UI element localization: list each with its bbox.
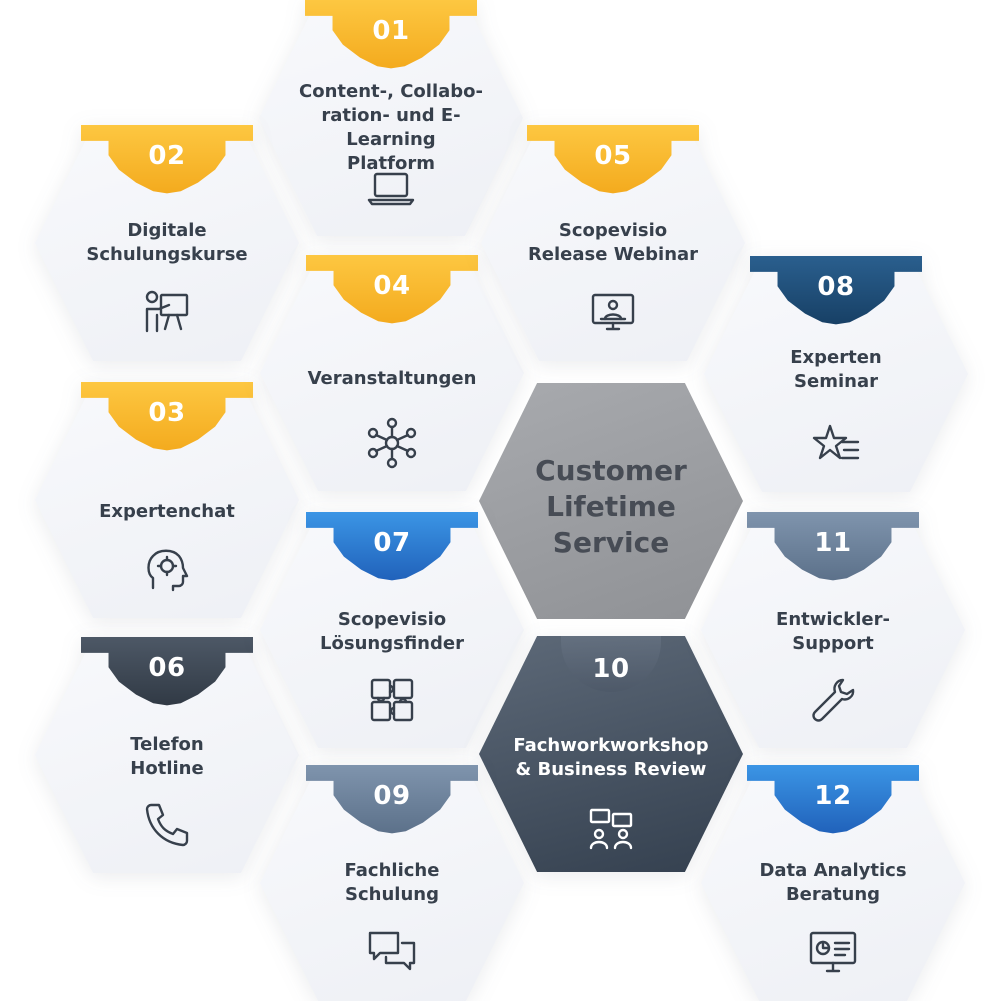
item-label: Entwickler- Support [776,609,890,654]
number-label: 10 [592,654,630,684]
hex-item-01: 01 Content-, Collabo- ration- und E-Lear… [259,0,523,236]
item-label: Scopevisio Lösungsfinder [320,609,464,654]
hex-item-08: 08 Experten Seminar [704,256,968,492]
head-gear-icon [139,542,195,598]
hex-item-06: 06 Telefon Hotline [35,637,299,873]
item-label: Telefon Hotline [130,734,204,779]
phone-icon [139,797,195,853]
analytics-screen-icon [805,925,861,981]
hex-item-11: 11 Entwickler- Support [701,512,965,748]
hex-item-04: 04 Veranstaltungen [260,255,524,491]
chat-bubbles-icon [364,925,420,981]
item-label: Fachliche Schulung [344,860,440,905]
wrench-icon [805,672,861,728]
puzzle-hands-icon [364,672,420,728]
laptop-icon [363,160,419,216]
item-label: Digitale Schulungskurse [86,220,248,265]
item-label: Content-, Collabo- ration- und E-Learnin… [299,81,483,174]
item-label: Fachworkworkshop & Business Review [513,735,709,780]
teacher-board-icon [139,285,195,341]
center-title: Customer Lifetime Service [535,454,687,559]
monitor-presenter-icon [585,285,641,341]
hex-item-09: 09 Fachliche Schulung [260,765,524,1001]
hex-item-05: 05 Scopevisio Release Webinar [481,125,745,361]
hex-item-07: 07 Scopevisio Lösungsfinder [260,512,524,748]
item-label: Experten Seminar [790,347,882,392]
center-hex: Customer Lifetime Service [479,383,743,619]
item-label: Data Analytics Beratung [759,860,907,905]
item-label: Scopevisio Release Webinar [527,220,699,265]
hex-item-03: 03 Expertenchat [35,382,299,618]
item-label: Expertenchat [99,501,235,522]
hex-item-10: 10 Fachworkworkshop & Business Review [479,636,743,872]
item-label: Veranstaltungen [307,368,477,389]
network-icon [364,415,420,471]
workshop-icon [583,802,639,858]
hex-item-12: 12 Data Analytics Beratung [701,765,965,1001]
star-list-icon [808,416,864,472]
hex-item-02: 02 Digitale Schulungskurse [35,125,299,361]
